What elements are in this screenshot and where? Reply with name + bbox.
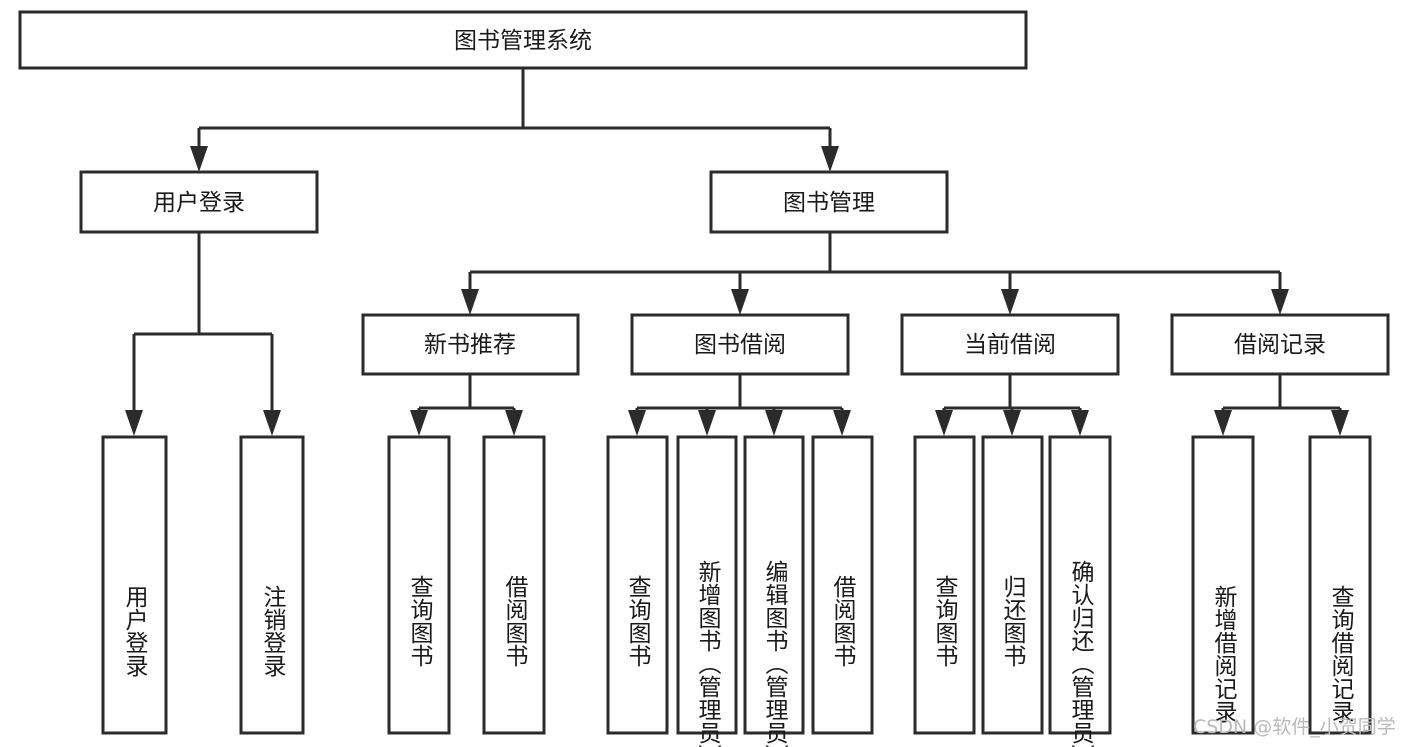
node-leaf-borrow-book-new-box[interactable] xyxy=(482,435,546,735)
node-borrow-records-box[interactable] xyxy=(1170,313,1390,376)
connector-group-book-management xyxy=(461,232,1289,315)
node-borrow-records-label: 借阅记录 xyxy=(1234,332,1326,358)
node-leaf-confirm-return-label: 确认归还（管理员） xyxy=(1067,560,1095,747)
node-leaf-query-book-new-box[interactable] xyxy=(387,435,451,735)
node-borrow-records[interactable]: 借阅记录 xyxy=(1170,313,1390,376)
arrow-head-leaf-query-record xyxy=(1331,410,1349,436)
node-root[interactable]: 图书管理系统 xyxy=(18,10,1028,70)
node-book-management[interactable]: 图书管理 xyxy=(709,170,949,234)
arrow-head-book-borrow xyxy=(731,289,749,315)
node-book-borrow-label: 图书借阅 xyxy=(694,332,786,358)
node-leaf-add-record[interactable]: 新增借阅记录 xyxy=(1191,435,1255,735)
arrow-head-leaf-query-book-borrow xyxy=(628,410,646,436)
node-leaf-logout-label: 注销登录 xyxy=(259,585,287,677)
node-root-box[interactable] xyxy=(18,10,1028,70)
arrow-head-leaf-add-book xyxy=(698,410,716,436)
node-new-book-recommend-label: 新书推荐 xyxy=(424,332,516,358)
node-leaf-query-book-borrow-box[interactable] xyxy=(606,435,669,735)
node-leaf-edit-book[interactable]: 编辑图书（管理员） xyxy=(743,435,805,747)
node-leaf-query-book-new-label: 查询图书 xyxy=(406,575,434,667)
node-leaf-query-record[interactable]: 查询借阅记录 xyxy=(1308,435,1372,735)
node-book-borrow-box[interactable] xyxy=(630,313,850,376)
connector-group-root xyxy=(190,68,839,172)
arrow-head-leaf-user-login xyxy=(125,410,143,436)
node-new-book-recommend-box[interactable] xyxy=(361,313,580,376)
node-leaf-add-book-label: 新增图书（管理员） xyxy=(694,560,722,747)
arrow-head-current-borrow xyxy=(1001,289,1019,315)
node-leaf-edit-book-box[interactable] xyxy=(743,435,805,735)
node-leaf-confirm-return-box[interactable] xyxy=(1048,435,1112,735)
arrow-head-leaf-borrow-book xyxy=(833,410,851,436)
arrow-head-leaf-return-book xyxy=(1003,410,1021,436)
node-leaf-user-login-label: 用户登录 xyxy=(121,585,149,677)
node-leaf-borrow-book-label: 借阅图书 xyxy=(829,575,857,667)
node-root-label: 图书管理系统 xyxy=(454,28,592,54)
node-leaf-query-book-borrow[interactable]: 查询图书 xyxy=(606,435,669,735)
connector-group-book-borrow xyxy=(628,374,851,436)
connector-group-borrow-records xyxy=(1214,374,1349,436)
node-book-management-box[interactable] xyxy=(709,170,949,234)
arrow-head-leaf-query-book-new xyxy=(410,410,428,436)
arrow-head-leaf-borrow-book-new xyxy=(505,410,523,436)
node-leaf-user-login[interactable]: 用户登录 xyxy=(101,435,168,735)
connector-group-user-login xyxy=(125,232,281,436)
node-current-borrow-box[interactable] xyxy=(900,313,1120,376)
connector-group-new-book-recommend xyxy=(410,374,523,436)
node-leaf-query-record-label: 查询借阅记录 xyxy=(1327,585,1355,723)
node-book-borrow[interactable]: 图书借阅 xyxy=(630,313,850,376)
node-leaf-add-book-box[interactable] xyxy=(676,435,738,735)
node-leaf-add-record-box[interactable] xyxy=(1191,435,1255,735)
node-leaf-logout[interactable]: 注销登录 xyxy=(239,435,305,735)
node-leaf-query-book-borrow-label: 查询图书 xyxy=(624,575,652,667)
node-leaf-add-record-label: 新增借阅记录 xyxy=(1210,585,1238,723)
node-leaf-return-book-label: 归还图书 xyxy=(999,575,1027,667)
node-leaf-query-book-new[interactable]: 查询图书 xyxy=(387,435,451,735)
node-current-borrow[interactable]: 当前借阅 xyxy=(900,313,1120,376)
node-book-management-label: 图书管理 xyxy=(783,190,875,216)
arrow-head-book-management xyxy=(821,146,839,172)
node-user-login-box[interactable] xyxy=(79,170,319,234)
node-leaf-user-login-box[interactable] xyxy=(101,435,168,735)
node-leaf-return-book[interactable]: 归还图书 xyxy=(981,435,1044,735)
node-leaf-borrow-book-box[interactable] xyxy=(811,435,874,735)
node-current-borrow-label: 当前借阅 xyxy=(964,332,1056,358)
node-leaf-edit-book-label: 编辑图书（管理员） xyxy=(761,560,789,747)
arrow-head-new-book-recommend xyxy=(461,289,479,315)
arrow-head-leaf-add-record xyxy=(1214,410,1232,436)
connector-group-current-borrow xyxy=(935,374,1089,436)
node-leaf-borrow-book[interactable]: 借阅图书 xyxy=(811,435,874,735)
arrow-head-borrow-records xyxy=(1271,289,1289,315)
arrow-head-leaf-confirm-return xyxy=(1071,410,1089,436)
arrow-head-leaf-edit-book xyxy=(765,410,783,436)
node-leaf-query-book-current[interactable]: 查询图书 xyxy=(913,435,976,735)
node-leaf-return-book-box[interactable] xyxy=(981,435,1044,735)
csdn-watermark: CSDN @软件_小贺同学 xyxy=(1193,716,1396,738)
arrow-head-leaf-logout xyxy=(263,410,281,436)
node-new-book-recommend[interactable]: 新书推荐 xyxy=(361,313,580,376)
node-leaf-query-book-current-label: 查询图书 xyxy=(931,575,959,667)
arrow-head-leaf-query-book-current xyxy=(935,410,953,436)
node-leaf-logout-box[interactable] xyxy=(239,435,305,735)
node-leaf-confirm-return[interactable]: 确认归还（管理员） xyxy=(1048,435,1112,747)
node-leaf-borrow-book-new-label: 借阅图书 xyxy=(501,575,529,667)
node-leaf-borrow-book-new[interactable]: 借阅图书 xyxy=(482,435,546,735)
arrow-head-user-login xyxy=(190,146,208,172)
node-user-login-label: 用户登录 xyxy=(153,190,245,216)
node-leaf-query-record-box[interactable] xyxy=(1308,435,1372,735)
node-leaf-query-book-current-box[interactable] xyxy=(913,435,976,735)
node-leaf-add-book[interactable]: 新增图书（管理员） xyxy=(676,435,738,747)
node-user-login[interactable]: 用户登录 xyxy=(79,170,319,234)
